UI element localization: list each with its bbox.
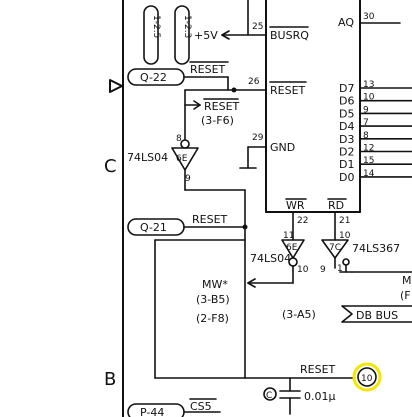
- reset-ref-arrow: [193, 100, 201, 110]
- gate2-id: 6E: [286, 243, 298, 253]
- m-partial-label: M: [402, 274, 412, 287]
- gate3-body: [321, 239, 349, 259]
- resistor-pack-1: [143, 5, 159, 65]
- chip-aq-num: 30: [363, 12, 375, 22]
- resistor-label-2: 1-2.3: [182, 15, 192, 38]
- gate2-body: [281, 239, 305, 259]
- mw-label: MW*: [202, 278, 228, 291]
- rd-label: RD: [328, 199, 344, 212]
- reset-ref-loc: (3-F6): [201, 114, 234, 127]
- gate3-pin-en: 1: [337, 264, 343, 274]
- resistor-pack-2: [174, 5, 190, 65]
- gate1-body: [171, 147, 199, 171]
- data-pin-number: 14: [363, 169, 375, 179]
- gate2-pin-out: 10: [297, 265, 309, 275]
- mw-arrow: [247, 278, 256, 288]
- connector-q22-label: Q-22: [140, 71, 167, 84]
- reset-pin-num: 26: [248, 77, 260, 87]
- wr-label: WR: [286, 199, 305, 212]
- gate2-name: 74LS04: [250, 252, 291, 265]
- data-pin-label: D6: [339, 95, 354, 108]
- data-pin-number: 10: [363, 93, 375, 103]
- gate1-pin-in: 8: [176, 134, 182, 144]
- reset-q21-label: RESET: [192, 213, 228, 226]
- db-bus-label: DB BUS: [356, 309, 398, 322]
- chip-aq-label: AQ: [338, 16, 354, 29]
- data-pin-label: D3: [339, 133, 354, 146]
- gnd-pin-label: GND: [270, 141, 295, 154]
- data-pin-number: 8: [363, 131, 369, 141]
- data-pin-label: D0: [339, 171, 354, 184]
- reset-pin-label: RESET: [270, 84, 306, 97]
- gnd-pin-num: 29: [252, 133, 264, 143]
- gate3-id: 7C: [329, 243, 341, 253]
- junction-q21: [242, 224, 248, 230]
- callout-circle: [357, 367, 377, 387]
- gate1-name: 74LS04: [127, 151, 168, 164]
- data-pin-number: 15: [363, 156, 374, 166]
- resistor-label-1: 1-2.5: [151, 15, 161, 38]
- vcc-arrow: [221, 30, 230, 40]
- reset-ref-label: RESET: [204, 100, 240, 113]
- mw-ref-1: (3-B5): [196, 293, 230, 306]
- data-pin-label: D2: [339, 146, 354, 159]
- vcc-label: +5V: [194, 29, 218, 42]
- callout-number: 10: [361, 374, 373, 384]
- zone-label-b: B: [104, 369, 116, 390]
- gate3-name: 74LS367: [352, 242, 400, 255]
- busrq-pin-num: 25: [252, 22, 263, 32]
- cs5-label: CS5: [190, 400, 212, 413]
- cap-ref: C: [266, 391, 272, 401]
- data-pin-label: D1: [339, 158, 354, 171]
- gate2-pin-in: 11: [283, 231, 294, 241]
- gate1-pin-out: 9: [185, 174, 191, 184]
- data-pin-number: 13: [363, 80, 374, 90]
- cap-ref-circle: [263, 387, 277, 401]
- busrq-pin-label: BUSRQ: [270, 29, 309, 42]
- connector-p44-label: P-44: [140, 406, 164, 417]
- data-pin-label: D7: [339, 82, 354, 95]
- junction-reset: [231, 87, 237, 93]
- mw-ref-2: (2-F8): [196, 312, 229, 325]
- zone-arrow: [109, 79, 123, 93]
- gate1-id: 6E: [176, 154, 188, 164]
- db-bus-arrow: [341, 305, 412, 323]
- rd-pin-num: 21: [339, 216, 350, 226]
- db-ref: (3-A5): [282, 308, 316, 321]
- data-pin-label: D5: [339, 107, 354, 120]
- zone-label-c: C: [104, 156, 117, 177]
- gate1-bubble: [180, 139, 190, 149]
- f-partial-label: (F: [400, 289, 411, 302]
- data-pin-label: D4: [339, 120, 354, 133]
- reset-q22-label: RESET: [190, 63, 226, 76]
- data-pin-number: 7: [363, 118, 369, 128]
- gate3-pin-in: 10: [339, 231, 351, 241]
- cap-value: 0.01µ: [304, 390, 336, 403]
- gate3-enable-bubble: [342, 258, 350, 266]
- data-pin-number: 9: [363, 105, 369, 115]
- connector-q21-label: Q-21: [140, 221, 167, 234]
- wr-pin-num: 22: [297, 216, 308, 226]
- highlight-callout-circle: [352, 362, 382, 392]
- gate3-pin-out: 9: [320, 265, 326, 275]
- data-pin-number: 12: [363, 144, 374, 154]
- reset-bottom-label: RESET: [300, 363, 336, 376]
